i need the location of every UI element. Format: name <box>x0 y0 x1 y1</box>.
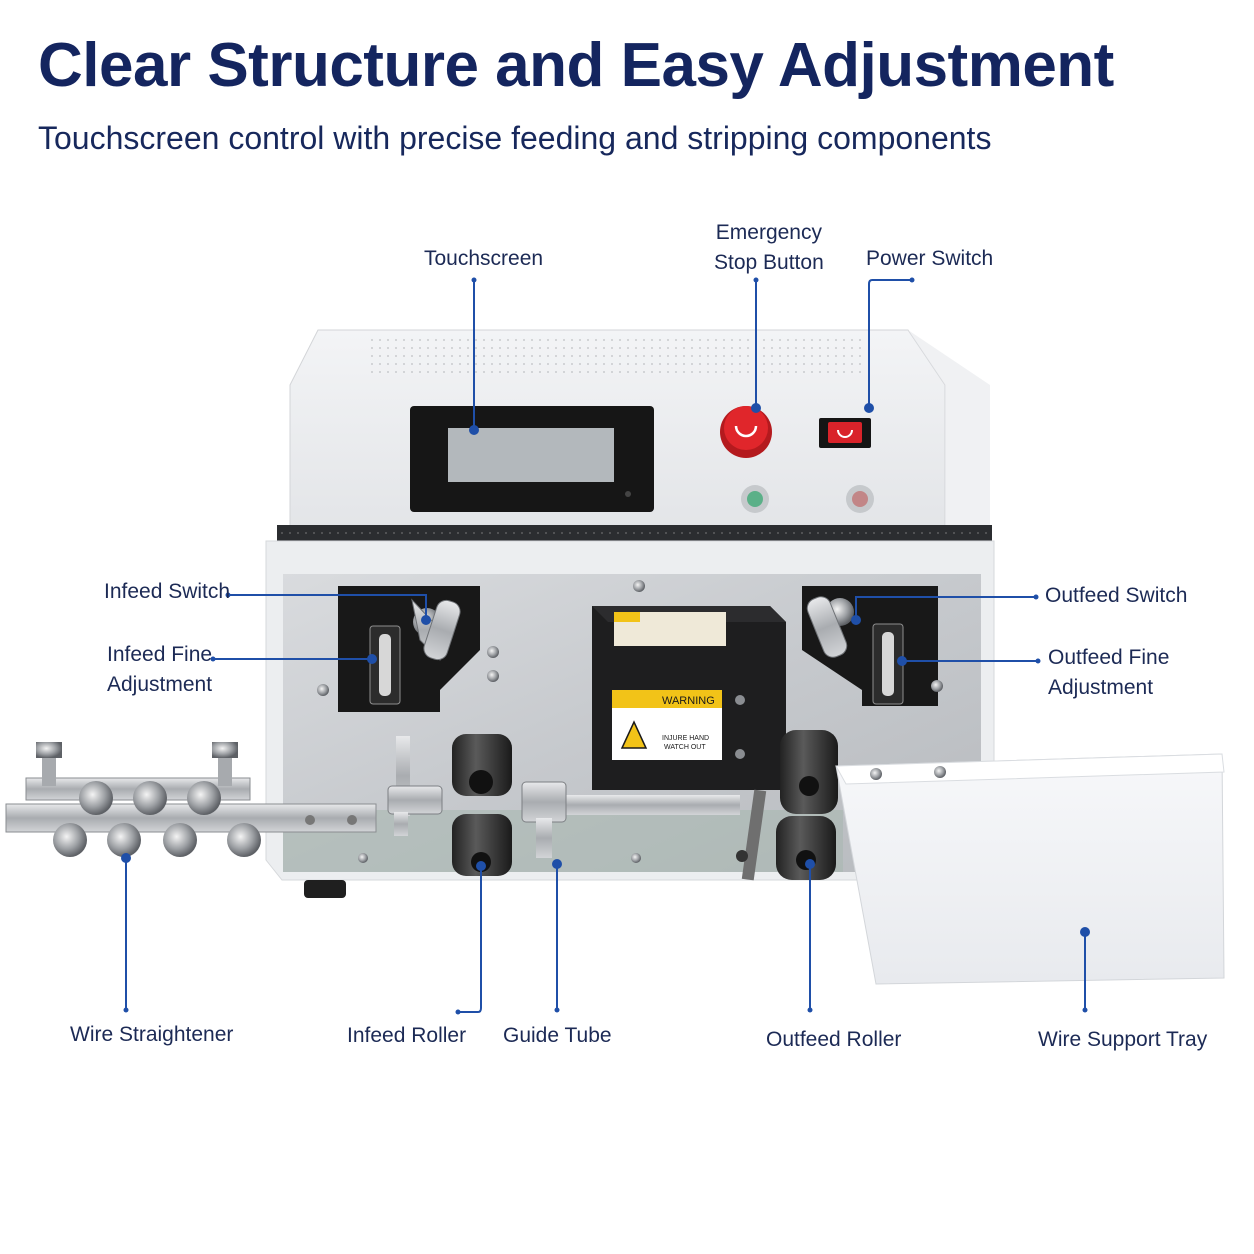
label-power-switch: Power Switch <box>866 247 994 270</box>
label-infeed-switch: Infeed Switch <box>104 580 231 603</box>
wire-straightener <box>5 742 377 857</box>
label-wire-support-tray: Wire Support Tray <box>1038 1028 1208 1051</box>
label-guide-tube: Guide Tube <box>503 1024 612 1047</box>
wire-support-tray <box>835 753 1225 985</box>
label-emergency-stop: Emergency Stop Button <box>714 218 824 278</box>
power-switch[interactable] <box>819 418 871 448</box>
warning-sub-1: INJURE HAND <box>662 735 709 742</box>
cutter-head-box: WARNING INJURE HAND WATCH OUT <box>592 606 786 790</box>
emergency-stop-button[interactable] <box>720 406 772 458</box>
label-infeed-fine-adjustment: Infeed Fine Adjustment <box>107 640 212 700</box>
page-title: Clear Structure and Easy Adjustment <box>38 31 1114 100</box>
indicator-lamp-green <box>741 485 769 513</box>
outfeed-control-block <box>802 586 938 706</box>
label-outfeed-switch: Outfeed Switch <box>1045 584 1188 607</box>
infeed-fine-adjustment-slot[interactable] <box>379 634 391 696</box>
guide-tube <box>521 781 767 881</box>
leader-infeed-switch <box>228 594 427 620</box>
label-outfeed-fine-adjustment: Outfeed Fine Adjustment <box>1048 643 1169 703</box>
outfeed-roller <box>776 730 838 880</box>
warning-sub-2: WATCH OUT <box>664 744 706 751</box>
label-outfeed-fine-line2: Adjustment <box>1048 676 1154 699</box>
touchscreen-display[interactable] <box>410 406 654 512</box>
leader-outfeed-switch <box>855 596 1036 620</box>
label-touchscreen: Touchscreen <box>424 247 544 270</box>
scale-strip <box>277 525 992 541</box>
page-subtitle: Touchscreen control with precise feeding… <box>38 120 992 156</box>
infeed-control-block <box>338 586 480 712</box>
label-outfeed-fine-line1: Outfeed Fine <box>1048 646 1170 669</box>
leader-lines <box>125 279 1086 1013</box>
vent-holes <box>368 335 863 373</box>
hand-crush-warning-icon <box>620 720 648 749</box>
label-infeed-fine-line2: Adjustment <box>107 673 213 696</box>
leader-power-switch <box>868 279 912 408</box>
machine-foot <box>304 880 346 898</box>
indicator-lamp-red <box>846 485 874 513</box>
infeed-roller <box>452 734 512 876</box>
outfeed-fine-adjustment-slot[interactable] <box>882 632 894 696</box>
label-wire-straightener: Wire Straightener <box>70 1023 234 1046</box>
outfeed-switch-knob[interactable] <box>804 594 854 660</box>
infeed-guide-nozzle <box>387 736 443 836</box>
label-emergency-stop-line1: Emergency <box>715 221 822 244</box>
leader-dots <box>121 277 1090 1015</box>
label-outfeed-roller: Outfeed Roller <box>766 1028 902 1051</box>
label-emergency-stop-line2: Stop Button <box>714 251 824 274</box>
leader-infeed-roller <box>458 866 482 1013</box>
label-infeed-fine-line1: Infeed Fine <box>107 643 213 666</box>
panel-screws <box>317 580 943 863</box>
label-infeed-roller: Infeed Roller <box>347 1024 467 1047</box>
warning-sticker: WARNING INJURE HAND WATCH OUT <box>612 690 722 760</box>
warning-label-text: WARNING <box>662 695 715 707</box>
infeed-switch-knob[interactable] <box>411 598 463 662</box>
